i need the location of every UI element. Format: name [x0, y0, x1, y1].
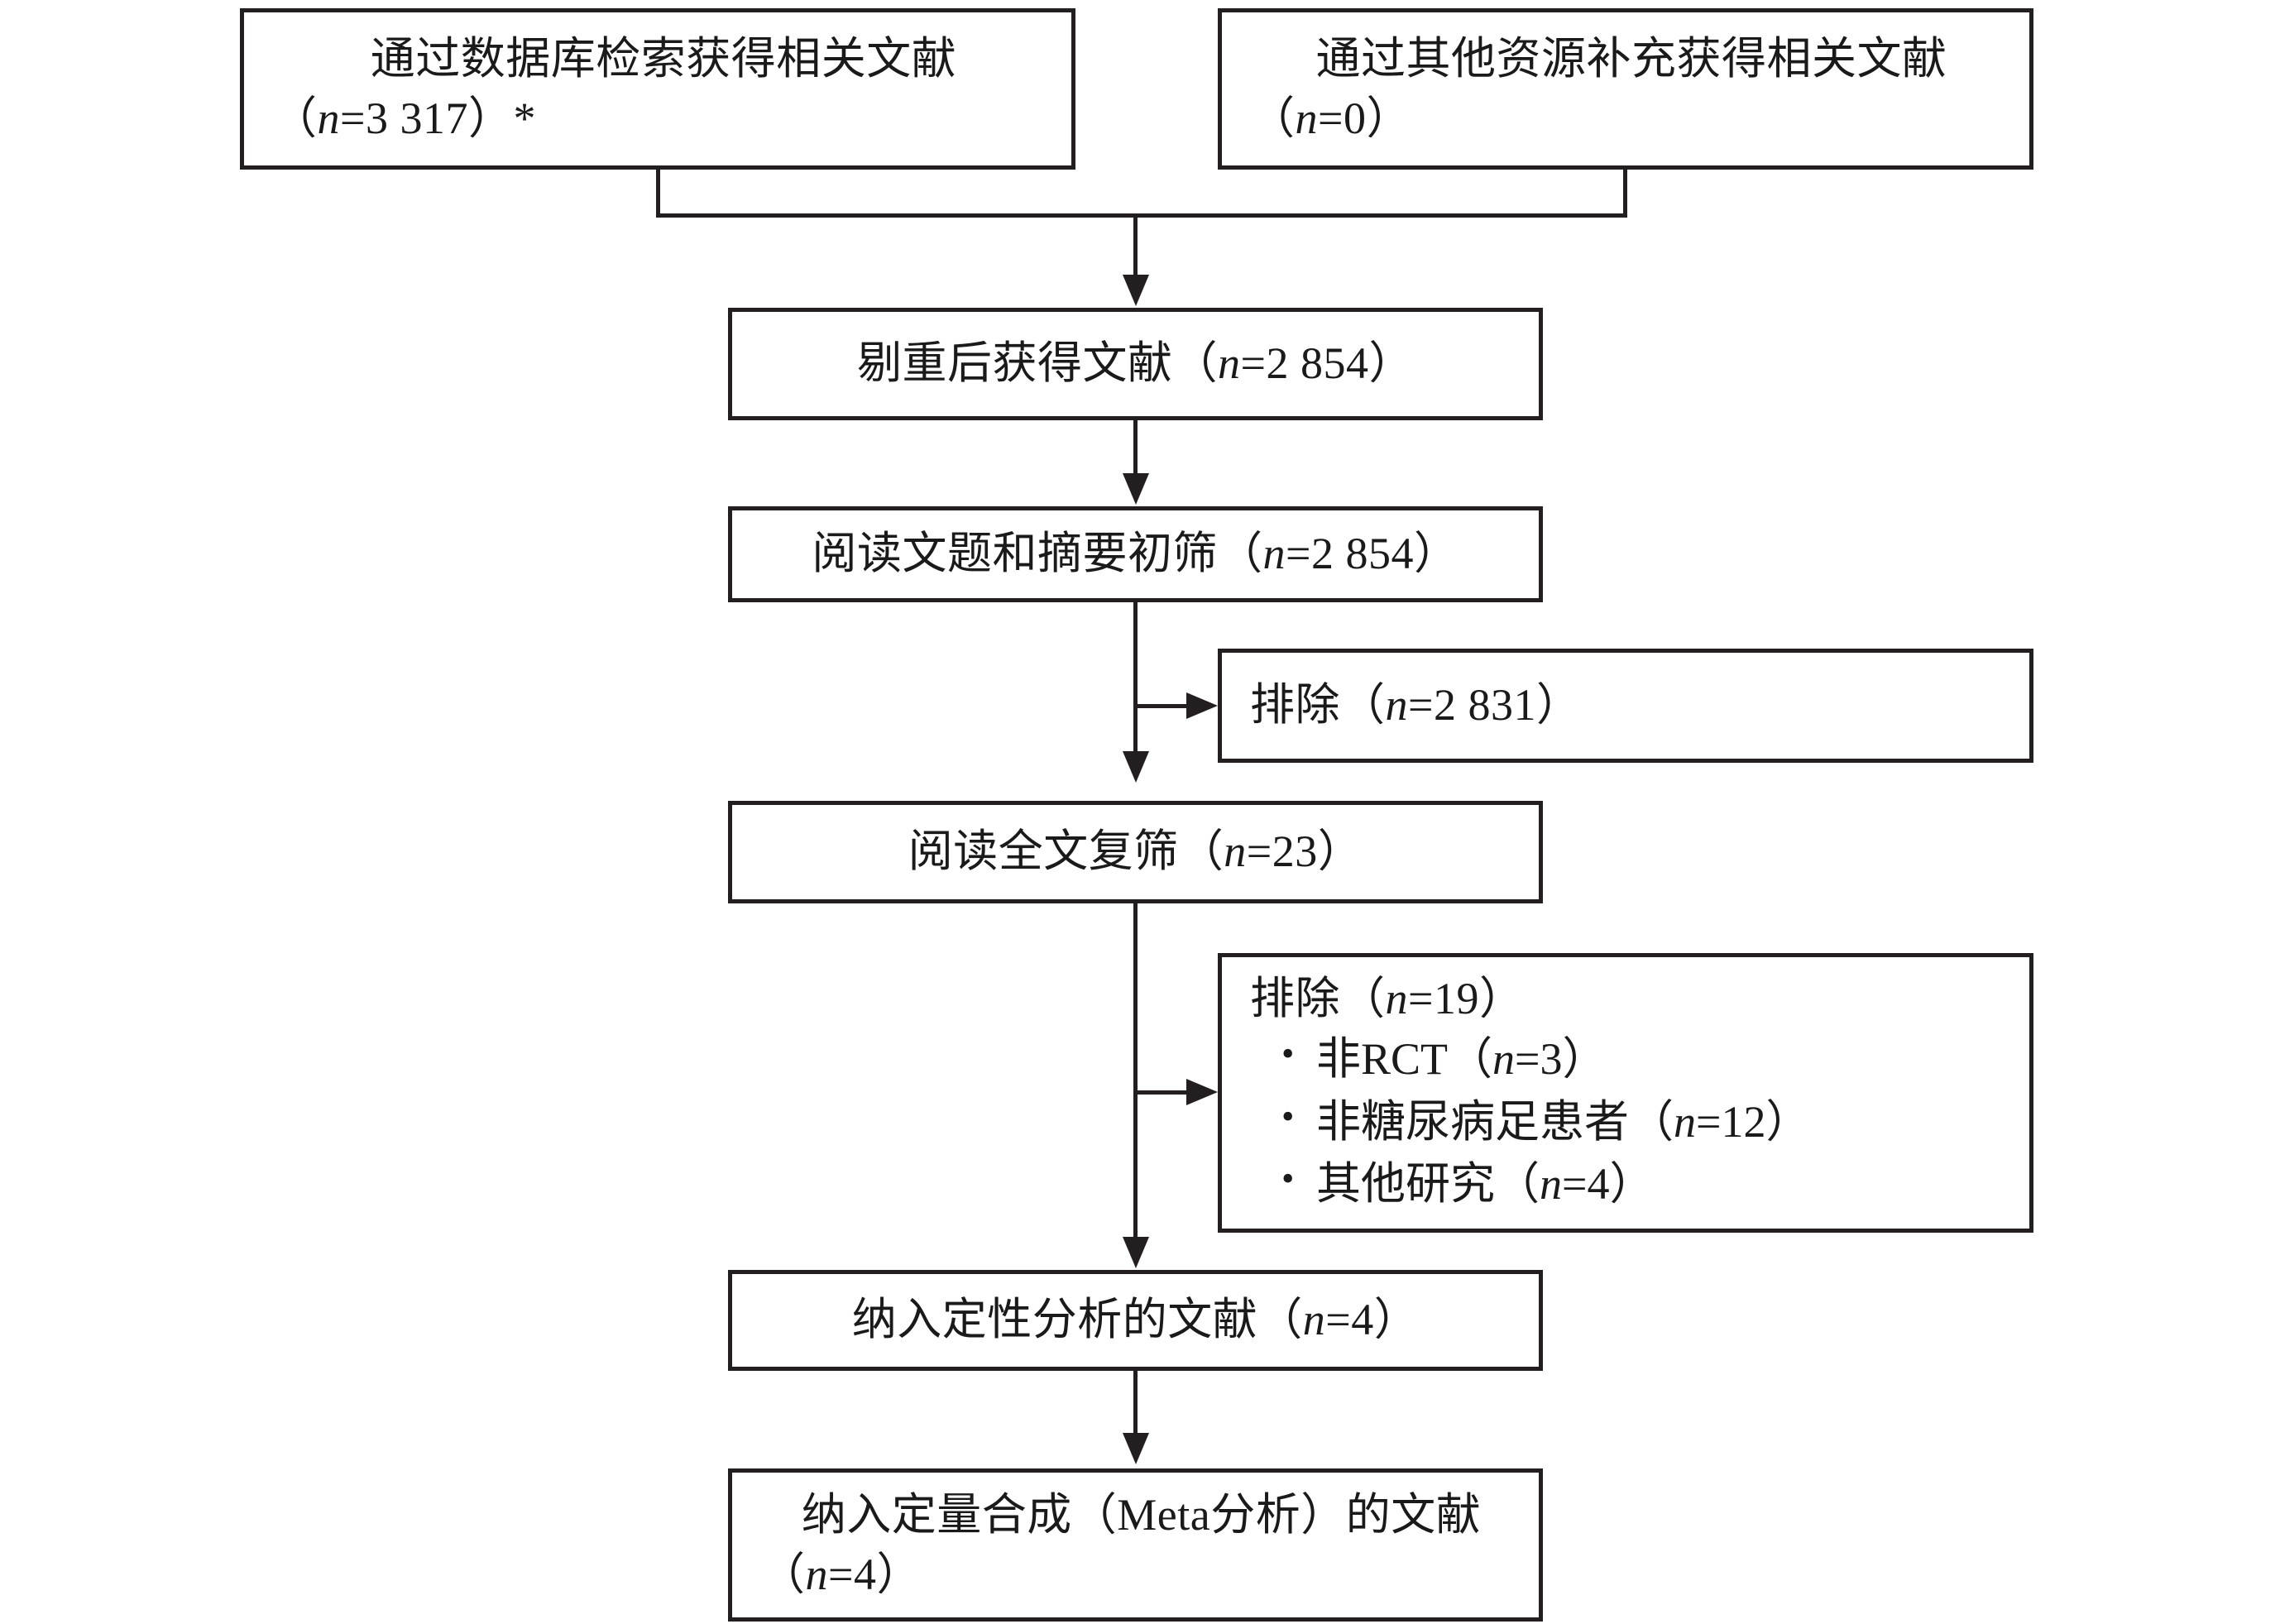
node-fulltext-screening: 阅读全文复筛（n=23） — [728, 801, 1543, 903]
n-symbol: n — [1540, 1159, 1562, 1210]
node-title-abstract-screening-text: 阅读文题和摘要初筛（n=2 854） — [788, 525, 1484, 583]
connector-merge-bar — [656, 213, 1627, 218]
label-prefix: 排除（ — [1250, 973, 1386, 1023]
connector-dedup-to-screen — [1133, 420, 1138, 477]
node-exclude-after-screening-text: 排除（n=2 831） — [1222, 676, 1597, 735]
label-prefix: 排除（ — [1250, 680, 1386, 731]
n-symbol: n — [317, 93, 340, 143]
count-value: =0） — [1318, 93, 1411, 143]
list-item: 非RCT（n=3） — [1281, 1027, 1810, 1091]
n-symbol: n — [1295, 93, 1318, 143]
arrow-screen-to-fulltext — [1123, 751, 1149, 783]
count-value: =2 831） — [1408, 680, 1582, 731]
arrow-merge-to-dedup — [1123, 275, 1149, 306]
arrow-dedup-to-screen — [1123, 473, 1149, 505]
n-symbol: n — [1224, 826, 1247, 877]
count-value: =4） — [1562, 1159, 1655, 1210]
n-symbol: n — [1218, 338, 1241, 389]
node-database-search: 通过数据库检索获得相关文献 （n=3 317）* — [240, 8, 1075, 170]
connector-merge-to-dedup — [1133, 213, 1138, 280]
label-prefix: 阅读文题和摘要初筛（ — [812, 529, 1263, 579]
connector-other-sources-down — [1623, 170, 1627, 218]
count-value: =2 854） — [1240, 338, 1414, 389]
label-prefix: 非RCT（ — [1316, 1034, 1493, 1085]
count-value: =2 854） — [1286, 529, 1459, 579]
n-symbol: n — [1674, 1096, 1696, 1147]
node-deduplication: 剔重后获得文献（n=2 854） — [728, 308, 1543, 420]
node-quantitative-synthesis: 纳入定量合成（Meta分析）的文献 （n=4） — [728, 1468, 1543, 1622]
node-other-sources: 通过其他资源补充获得相关文献 （n=0） — [1218, 8, 2033, 170]
node-quantitative-synthesis-line2: （n=4） — [732, 1545, 938, 1604]
node-exclude-after-fulltext-header: 排除（n=19） — [1222, 970, 1540, 1028]
n-symbol: n — [1302, 1295, 1326, 1345]
count-value: =12） — [1696, 1096, 1811, 1147]
node-deduplication-text: 剔重后获得文献（n=2 854） — [832, 334, 1439, 393]
count-value: =4） — [1325, 1295, 1420, 1345]
connector-qualitative-to-quantitative — [1133, 1371, 1138, 1437]
connector-screen-to-fulltext — [1133, 602, 1138, 755]
node-other-sources-line2: （n=0） — [1222, 89, 1428, 148]
node-database-search-line1: 通过数据库检索获得相关文献 — [370, 34, 957, 84]
paren-open: （ — [760, 1549, 806, 1599]
node-database-search-line2: （n=3 317）* — [244, 89, 553, 148]
connector-branch-to-exclude-screen — [1133, 704, 1190, 708]
label-prefix: 剔重后获得文献（ — [857, 338, 1219, 389]
label-prefix: 纳入定性分析的文献（ — [851, 1295, 1303, 1345]
label-prefix: 其他研究（ — [1316, 1159, 1540, 1210]
connector-db-search-down — [656, 170, 660, 218]
arrow-qualitative-to-quantitative — [1123, 1433, 1149, 1464]
node-other-sources-line1: 通过其他资源补充获得相关文献 — [1315, 34, 1947, 84]
label-prefix: 阅读全文复筛（ — [908, 826, 1224, 877]
n-symbol: n — [1385, 973, 1408, 1023]
list-item: 非糖尿病足患者（n=12） — [1281, 1090, 1811, 1154]
count-value: =23） — [1246, 826, 1363, 877]
n-symbol: n — [1385, 680, 1408, 731]
node-exclude-after-fulltext: 排除（n=19） 非RCT（n=3） 非糖尿病足患者（n=12） 其他研究（n=… — [1218, 953, 2033, 1233]
arrow-branch-to-exclude-screen — [1186, 692, 1218, 719]
count-value: =4） — [828, 1549, 922, 1599]
label-prefix: 非糖尿病足患者（ — [1316, 1096, 1674, 1147]
arrow-fulltext-to-qualitative — [1123, 1237, 1149, 1268]
connector-fulltext-to-qualitative — [1133, 903, 1138, 1241]
arrow-branch-to-exclude-fulltext — [1186, 1079, 1218, 1105]
node-fulltext-screening-text: 阅读全文复筛（n=23） — [884, 822, 1387, 881]
n-symbol: n — [805, 1549, 828, 1599]
count-value: =3 317）* — [340, 93, 536, 143]
node-qualitative-synthesis-text: 纳入定性分析的文献（n=4） — [827, 1291, 1444, 1349]
list-item: 其他研究（n=4） — [1281, 1152, 1810, 1216]
connector-branch-to-exclude-fulltext — [1133, 1090, 1190, 1095]
node-title-abstract-screening: 阅读文题和摘要初筛（n=2 854） — [728, 506, 1543, 602]
exclusion-reason-list: 非RCT（n=3） 非糖尿病足患者（n=12） 其他研究（n=4） — [1222, 1027, 1811, 1216]
node-quantitative-synthesis-line1: 纳入定量合成（Meta分析）的文献 — [801, 1490, 1482, 1540]
paren-open: （ — [272, 93, 318, 143]
count-value: =3） — [1515, 1034, 1607, 1085]
n-symbol: n — [1262, 529, 1286, 579]
n-symbol: n — [1492, 1034, 1516, 1085]
count-value: =19） — [1408, 973, 1525, 1023]
node-exclude-after-screening: 排除（n=2 831） — [1218, 649, 2033, 763]
node-qualitative-synthesis: 纳入定性分析的文献（n=4） — [728, 1270, 1543, 1371]
paren-open: （ — [1250, 93, 1296, 143]
